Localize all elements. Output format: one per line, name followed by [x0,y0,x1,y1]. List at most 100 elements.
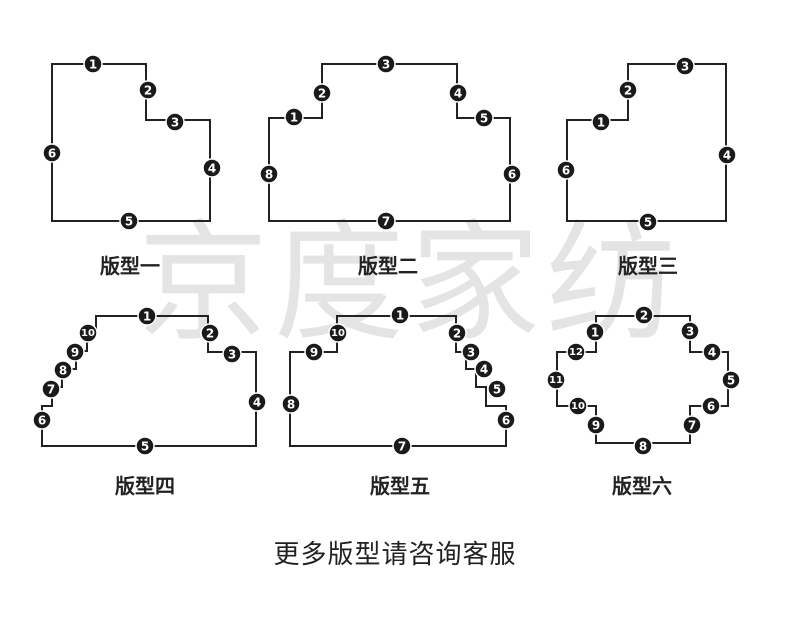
shape-5-edge-badge-5: 5 [487,379,507,399]
shape-1-edge-badge-3: 3 [165,112,185,132]
shape-4-edge-label-4: 4 [253,396,261,410]
shape-6-outline [556,315,729,444]
shape-5-edge-badge-8: 8 [281,394,301,414]
shape-6-edge-badge-12: 12 [566,342,586,362]
shape-4-edge-label-7: 7 [47,383,55,397]
shape-5-edge-label-9: 9 [310,346,318,360]
shape-6-edge-badge-2: 2 [634,305,654,325]
shape-5-edge-badge-3: 3 [461,342,481,362]
shape-5-edge-label-4: 4 [480,363,488,377]
shape-5-edge-label-3: 3 [467,346,475,360]
shape-4-edge-label-5: 5 [141,440,149,454]
shape-4-edge-label-1: 1 [143,310,151,324]
shape-2-edge-badge-4: 4 [448,83,468,103]
shape-6-edge-label-9: 9 [592,419,600,433]
shape-3-edge-label-1: 1 [597,116,605,130]
shape-3-edge-badge-5: 5 [638,212,658,232]
shape-1-edge-badge-2: 2 [138,80,158,100]
shape-3-edge-badge-4: 4 [717,145,737,165]
shape-3-edge-label-4: 4 [723,149,731,163]
shape-3-edge-label-6: 6 [562,164,570,178]
shape-1-title: 版型一 [100,254,160,278]
shape-1-edge-label-2: 2 [144,84,152,98]
shape-6-edge-label-6: 6 [707,400,715,414]
shape-1: 1 2 3 4 5 6 [42,54,222,231]
shape-2-edge-badge-8: 8 [259,164,279,184]
shape-6-edge-badge-9: 9 [586,415,606,435]
shape-4-edge-badge-7: 7 [41,379,61,399]
shape-6-edge-badge-6: 6 [701,396,721,416]
shape-6-edge-label-1: 1 [591,326,599,340]
shape-5-edge-badge-1: 1 [390,305,410,325]
shape-2-edge-label-1: 1 [290,111,298,125]
shape-1-edge-label-1: 1 [89,58,97,72]
shape-4-edge-label-10: 10 [81,328,95,339]
shape-5-edge-label-7: 7 [398,440,406,454]
shape-6-edge-label-7: 7 [688,419,696,433]
shape-6-edge-badge-7: 7 [682,415,702,435]
shape-2-edge-badge-7: 7 [376,211,396,231]
shape-3-edge-label-3: 3 [681,60,689,74]
shape-5-edge-badge-4: 4 [474,359,494,379]
shape-4-title: 版型四 [115,474,175,498]
shape-4-edge-badge-3: 3 [222,344,242,364]
shape-5-edge-badge-7: 7 [392,436,412,456]
shape-1-edge-label-4: 4 [208,162,216,176]
shape-1-edge-badge-6: 6 [42,143,62,163]
shape-5-title: 版型五 [370,474,430,498]
shape-5: 1 234 5 6 7 8 9 10 [281,305,516,456]
shape-3-edge-badge-3: 3 [675,56,695,76]
shape-6-edge-label-3: 3 [686,325,694,339]
shape-3-outline [566,63,727,222]
shape-4-edge-badge-5: 5 [135,436,155,456]
shape-1-edge-badge-1: 1 [83,54,103,74]
shape-5-edge-badge-6: 6 [496,410,516,430]
shape-4-edge-label-2: 2 [206,327,214,341]
shape-4-outline [41,315,257,447]
shape-2-edge-label-8: 8 [265,168,273,182]
shape-5-edge-badge-2: 2 [447,323,467,343]
shape-6-edge-badge-10: 10 [568,396,588,416]
shape-2-title: 版型二 [358,254,418,278]
shape-6-edge-badge-8: 8 [633,436,653,456]
shape-3: 1 2 3 4 5 6 [556,56,737,232]
shape-6-edge-label-4: 4 [708,346,716,360]
shape-1-edge-label-6: 6 [48,147,56,161]
shape-5-edge-badge-10: 10 [328,323,348,343]
shape-6-edge-label-11: 11 [549,375,563,386]
footer-note: 更多版型请咨询客服 [273,540,517,570]
shape-3-edge-label-2: 2 [624,84,632,98]
shape-6-edge-badge-1: 1 [585,322,605,342]
shape-5-edge-label-8: 8 [287,398,295,412]
shape-4-edge-badge-2: 2 [200,323,220,343]
shape-3-title: 版型三 [618,254,678,278]
shape-4-edge-badge-4: 4 [247,392,267,412]
shape-4-edge-badge-6: 6 [32,410,52,430]
shape-1-edge-label-3: 3 [171,116,179,130]
shape-4-edge-label-3: 3 [228,348,236,362]
shape-2-edge-label-3: 3 [382,58,390,72]
shape-2-edge-label-6: 6 [508,168,516,182]
shape-3-edge-label-5: 5 [644,216,652,230]
shape-2-edge-badge-1: 1 [284,107,304,127]
shape-1-edge-badge-4: 4 [202,158,222,178]
shape-4-edge-badge-1: 1 [137,306,157,326]
shape-4-edge-badge-8: 8 [53,360,73,380]
shape-1-edge-label-5: 5 [125,215,133,229]
shape-3-edge-badge-2: 2 [618,80,638,100]
shape-2-edge-badge-6: 6 [502,164,522,184]
shape-6-edge-label-10: 10 [571,401,585,412]
shape-6-edge-badge-4: 4 [702,342,722,362]
shape-1-outline [51,63,211,222]
shape-2-edge-badge-3: 3 [376,54,396,74]
shape-5-edge-label-1: 1 [396,309,404,323]
shape-2-edge-badge-5: 5 [474,108,494,128]
shape-5-edge-label-10: 10 [331,328,345,339]
shape-5-edge-label-6: 6 [502,414,510,428]
shape-5-edge-badge-9: 9 [304,342,324,362]
